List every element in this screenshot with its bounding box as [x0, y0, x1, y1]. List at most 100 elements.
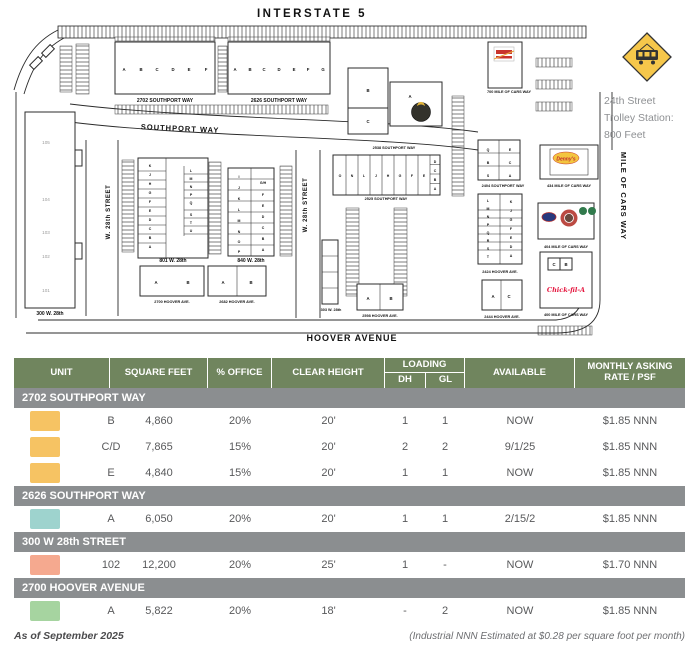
green-logo-1 [579, 207, 587, 215]
svg-text:2404 SOUTHPORT WAY: 2404 SOUTHPORT WAY [482, 184, 525, 188]
svg-text:404 MILE OF CARS WAY: 404 MILE OF CARS WAY [544, 245, 588, 249]
col-header-square-feet: SQUARE FEET [110, 358, 208, 388]
svg-text:2626 SOUTHPORT WAY: 2626 SOUTHPORT WAY [251, 98, 308, 104]
svg-text:300 W. 28th: 300 W. 28th [36, 311, 63, 317]
svg-text:2424 HOOVER AVE.: 2424 HOOVER AVE. [482, 270, 517, 274]
table-header-row: UNIT SQUARE FEET % OFFICE CLEAR HEIGHT L… [14, 358, 685, 388]
svg-text:2702 SOUTHPORT WAY: 2702 SOUTHPORT WAY [137, 98, 194, 104]
building-700-mile-of-cars: 700 MILE OF CARS WAY [487, 41, 531, 94]
dennys-logo [552, 151, 580, 165]
building-303-w28th: 303 W. 28th [321, 239, 342, 312]
svg-text:303 W. 28th: 303 W. 28th [321, 308, 342, 312]
unit-color-swatch [30, 437, 60, 457]
svg-text:AB: AB [221, 280, 252, 285]
svg-text:24th Street: 24th Street [604, 95, 655, 107]
restaurant-logo-round [411, 102, 431, 122]
section-300-w28th: 300 W 28th STREET [14, 532, 685, 552]
svg-text:700 MILE OF CARS WAY: 700 MILE OF CARS WAY [487, 90, 531, 94]
interstate-5-label: INTERSTATE 5 [257, 8, 367, 20]
availability-table: UNIT SQUARE FEET % OFFICE CLEAR HEIGHT L… [14, 358, 685, 624]
unit-color-swatch [30, 509, 60, 529]
svg-text:801 W. 28th: 801 W. 28th [159, 258, 186, 264]
svg-text:ECA: ECA [509, 148, 512, 178]
svg-text:AB: AB [366, 296, 392, 301]
svg-text:AB: AB [154, 280, 189, 285]
building-404-mile-of-cars: 404 MILE OF CARS WAY [537, 202, 596, 249]
section-2626-southport: 2626 SOUTHPORT WAY [14, 486, 685, 506]
svg-text:2682 HOOVER AVE.: 2682 HOOVER AVE. [219, 300, 254, 304]
col-header-clear-height: CLEAR HEIGHT [272, 358, 385, 388]
col-header-dh: DH [398, 374, 412, 386]
svg-text:434 MILE OF CARS WAY: 434 MILE OF CARS WAY [547, 184, 591, 188]
w28th-street-label-left: W. 28th STREET [106, 185, 112, 240]
svg-text:400 MILE OF CARS WAY: 400 MILE OF CARS WAY [544, 313, 588, 317]
svg-text:AC: AC [491, 294, 510, 299]
svg-text:2525 SOUTHPORT WAY: 2525 SOUTHPORT WAY [365, 197, 408, 201]
trolley-station-note: 24th Street Trolley Station: 800 Feet [604, 95, 674, 141]
trolley-icon [636, 43, 658, 65]
col-header-unit: UNIT [14, 358, 110, 388]
site-plan-map: INTERSTATE 5 SOUTHPORT [13, 8, 674, 343]
green-logo-2 [588, 207, 596, 215]
svg-text:Trolley Station:: Trolley Station: [604, 112, 674, 124]
freeway-strip [13, 25, 587, 318]
svg-text:2538 SOUTHPORT WAY: 2538 SOUTHPORT WAY [373, 146, 416, 150]
chick-fil-a-logo: Chick-fil-A [547, 286, 585, 294]
parking-rows [59, 36, 593, 336]
unit-color-swatch [30, 555, 60, 575]
unit-color-swatch [30, 601, 60, 621]
svg-text:2598 HOOVER AVE.: 2598 HOOVER AVE. [362, 314, 397, 318]
col-header-available: AVAILABLE [465, 358, 575, 388]
mile-of-cars-way-label: MILE OF CARS WAY [619, 152, 628, 240]
svg-text:Denny's: Denny's [556, 157, 575, 163]
section-2700-hoover: 2700 HOOVER AVENUE [14, 578, 685, 598]
col-header-loading: LOADING DH GL [385, 358, 465, 388]
svg-text:800 Feet: 800 Feet [604, 129, 646, 141]
oval-restaurant-logo [541, 212, 557, 222]
unit-color-swatch [30, 411, 60, 431]
southport-way-label: SOUTHPORT WAY [141, 122, 220, 134]
building-434-mile-of-cars: Denny's 434 MILE OF CARS WAY [539, 144, 599, 188]
trolley-station-sign [622, 32, 672, 82]
svg-text:2700 HOOVER AVE.: 2700 HOOVER AVE. [154, 300, 189, 304]
svg-text:CB: CB [552, 262, 567, 267]
restaurant-logo-flame [417, 101, 425, 106]
col-header-office: % OFFICE [208, 358, 272, 388]
col-header-gl: GL [425, 373, 465, 388]
svg-text:840 W. 28th: 840 W. 28th [237, 258, 264, 264]
svg-text:BCA: BCA [366, 88, 411, 124]
section-2702-southport: 2702 SOUTHPORT WAY [14, 388, 685, 408]
hoover-avenue-label: HOOVER AVENUE [306, 333, 397, 343]
svg-text:2444 HOOVER AVE.: 2444 HOOVER AVE. [484, 315, 519, 319]
